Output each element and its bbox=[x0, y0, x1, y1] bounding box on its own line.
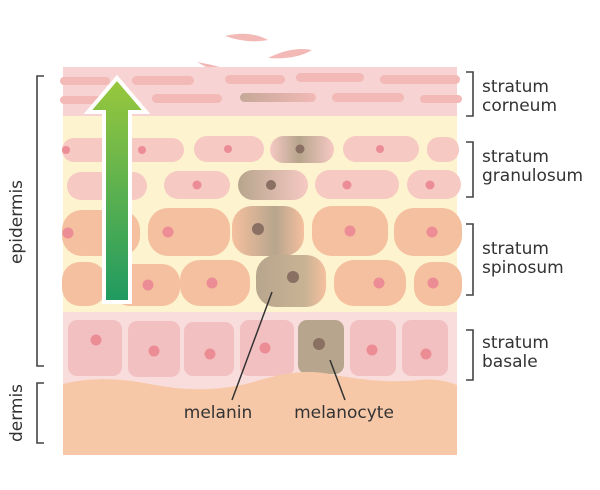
spinous-nuclei bbox=[62, 225, 439, 291]
stratum-basale-layer bbox=[63, 312, 457, 390]
melanocyte-label: melanocyte bbox=[294, 403, 394, 423]
svg-text:stratum: stratum bbox=[482, 333, 549, 353]
flake bbox=[225, 33, 268, 42]
stratum-granulosum-label: stratum granulosum bbox=[482, 147, 583, 186]
dermis-layer bbox=[63, 372, 457, 455]
melanin-spinous-cell bbox=[232, 206, 304, 256]
basal-nuclei bbox=[90, 334, 432, 360]
corneum-bracket bbox=[466, 71, 474, 117]
stratum-basale-label: stratum basale bbox=[482, 333, 549, 372]
svg-text:spinosum: spinosum bbox=[482, 258, 564, 278]
melanin-flake bbox=[240, 93, 316, 102]
melanin-label: melanin bbox=[184, 403, 252, 423]
svg-text:stratum: stratum bbox=[482, 147, 549, 167]
melanin-pointer-line bbox=[231, 291, 273, 401]
svg-text:corneum: corneum bbox=[482, 96, 557, 116]
epidermis-bracket bbox=[36, 75, 44, 367]
stratum-spinosum-label: stratum spinosum bbox=[482, 239, 564, 278]
basale-bracket bbox=[466, 329, 474, 381]
melanocyte-pointer-line bbox=[329, 359, 346, 401]
dermis-label: dermis bbox=[7, 384, 27, 442]
svg-text:stratum: stratum bbox=[482, 239, 549, 259]
dermis-bracket bbox=[36, 382, 44, 444]
svg-text:stratum: stratum bbox=[482, 77, 549, 97]
granulosum-bracket bbox=[466, 141, 474, 198]
spinosum-bracket bbox=[466, 223, 474, 296]
epidermis-label: epidermis bbox=[7, 180, 27, 264]
corneum-flakes bbox=[60, 73, 462, 104]
svg-text:granulosum: granulosum bbox=[482, 166, 583, 186]
stratum-corneum-label: stratum corneum bbox=[482, 77, 557, 116]
flake bbox=[268, 49, 312, 59]
upward-arrow-icon bbox=[83, 74, 151, 304]
svg-text:basale: basale bbox=[482, 352, 538, 372]
stratum-spinosum-layer bbox=[62, 206, 462, 307]
stratum-granulosum-layer bbox=[62, 136, 461, 200]
